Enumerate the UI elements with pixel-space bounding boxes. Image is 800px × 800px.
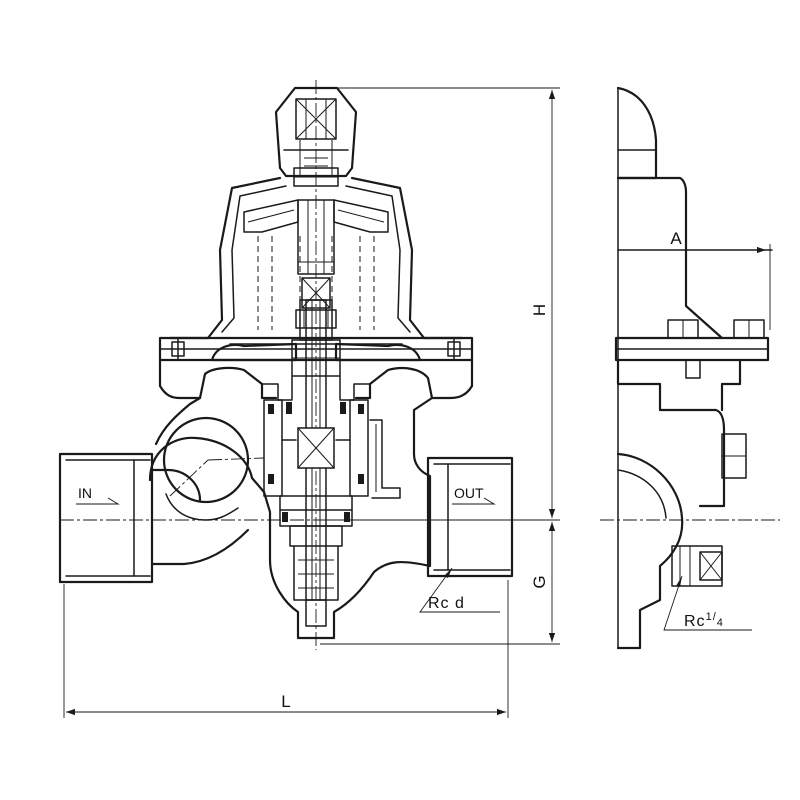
front-section-view: IN OUT (58, 80, 525, 650)
outlet-port: OUT (426, 456, 514, 578)
inlet-label: IN (78, 485, 92, 501)
side-view (600, 86, 780, 650)
inlet-port: IN (58, 452, 250, 584)
adjusting-cap (274, 86, 358, 187)
thread-main-label: Rc d (428, 595, 465, 612)
dimension-l: L (281, 692, 290, 711)
valve-body (148, 358, 474, 640)
diaphragm-flange (158, 336, 474, 362)
dimension-g: G (530, 575, 549, 588)
outlet-label: OUT (454, 485, 484, 501)
dimension-lines: H G L A Rc d Rc1/4 (63, 87, 771, 718)
inner-cartridge (261, 299, 401, 627)
dimension-h: H (530, 304, 549, 316)
thread-gauge-label: Rc1/4 (684, 611, 724, 630)
dimension-a: A (670, 229, 682, 248)
